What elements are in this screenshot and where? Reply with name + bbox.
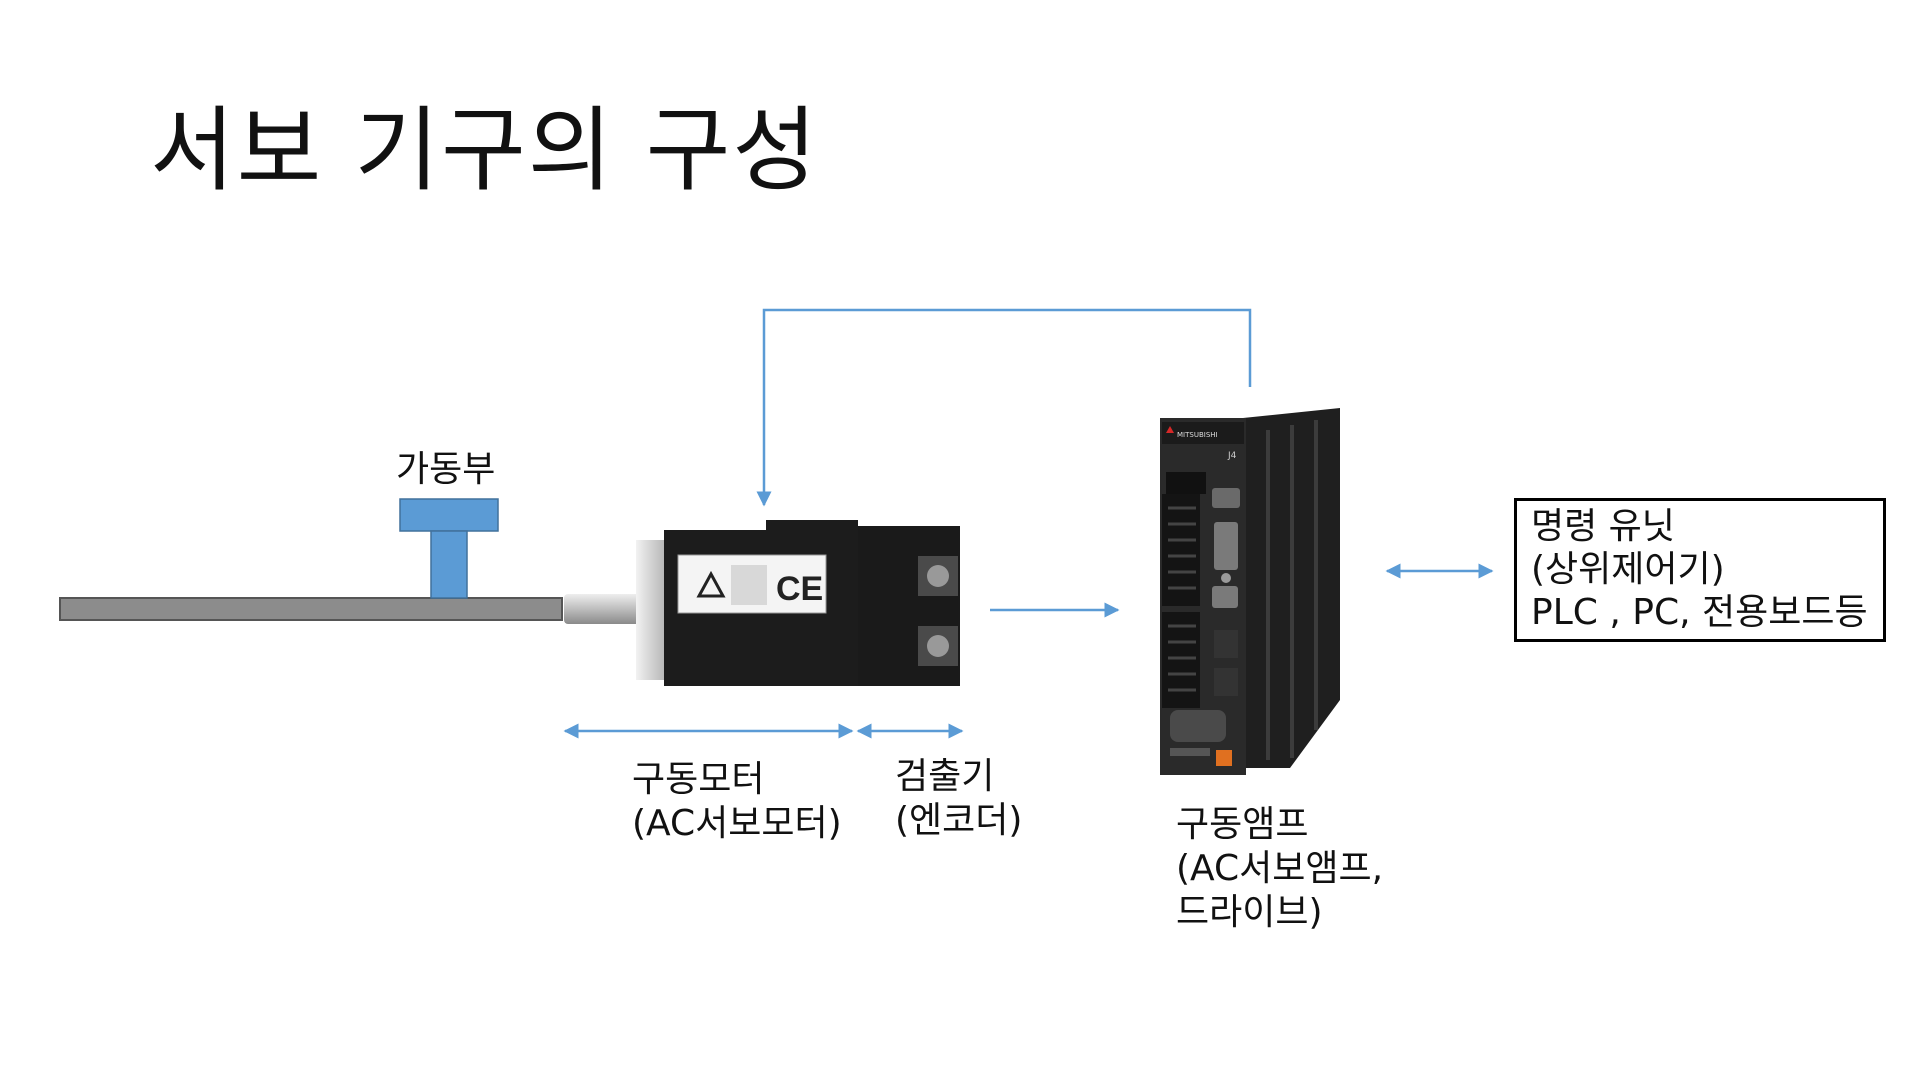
amp-bottom-connector	[1170, 710, 1226, 742]
command-unit-subtitle: (상위제어기)	[1531, 549, 1725, 590]
amp-display	[1166, 472, 1206, 494]
amp-connector-3	[1212, 586, 1238, 608]
detector-label: 검출기 (엔코더)	[895, 756, 1023, 841]
servo-amp: MITSUBISHI J4	[1160, 408, 1340, 775]
amp-connector-2	[1214, 522, 1238, 570]
amp-connector-4	[1214, 630, 1238, 658]
feedback-arrow	[756, 308, 1252, 507]
moving-part-label: 가동부	[396, 449, 496, 490]
amp-warning-tag	[1216, 750, 1232, 766]
mitsubishi-logo	[1166, 426, 1174, 433]
servo-motor: CE	[564, 520, 858, 686]
encoder	[858, 526, 960, 686]
drive-motor-label: 구동모터 (AC서보모터)	[632, 759, 842, 844]
amp-connector-5	[1214, 668, 1238, 696]
moving-part	[399, 498, 499, 599]
amp-model: J4	[1227, 451, 1237, 461]
ce-mark: CE	[776, 570, 823, 608]
command-unit-box: 명령 유닛 (상위제어기) PLC , PC, 전용보드등	[1514, 498, 1886, 642]
slide-title: 서보 기구의 구성	[150, 97, 819, 204]
amp-brand: MITSUBISHI	[1177, 431, 1218, 439]
drive-amp-label: 구동앰프 (AC서보앰프, 드라이브)	[1176, 804, 1384, 933]
command-unit-title: 명령 유닛	[1531, 506, 1675, 547]
rail	[59, 597, 563, 621]
motor-shaft	[564, 594, 642, 624]
amp-lower-terminals	[1162, 612, 1200, 708]
command-unit-examples: PLC , PC, 전용보드등	[1531, 592, 1868, 633]
amp-connector-1	[1212, 488, 1240, 508]
